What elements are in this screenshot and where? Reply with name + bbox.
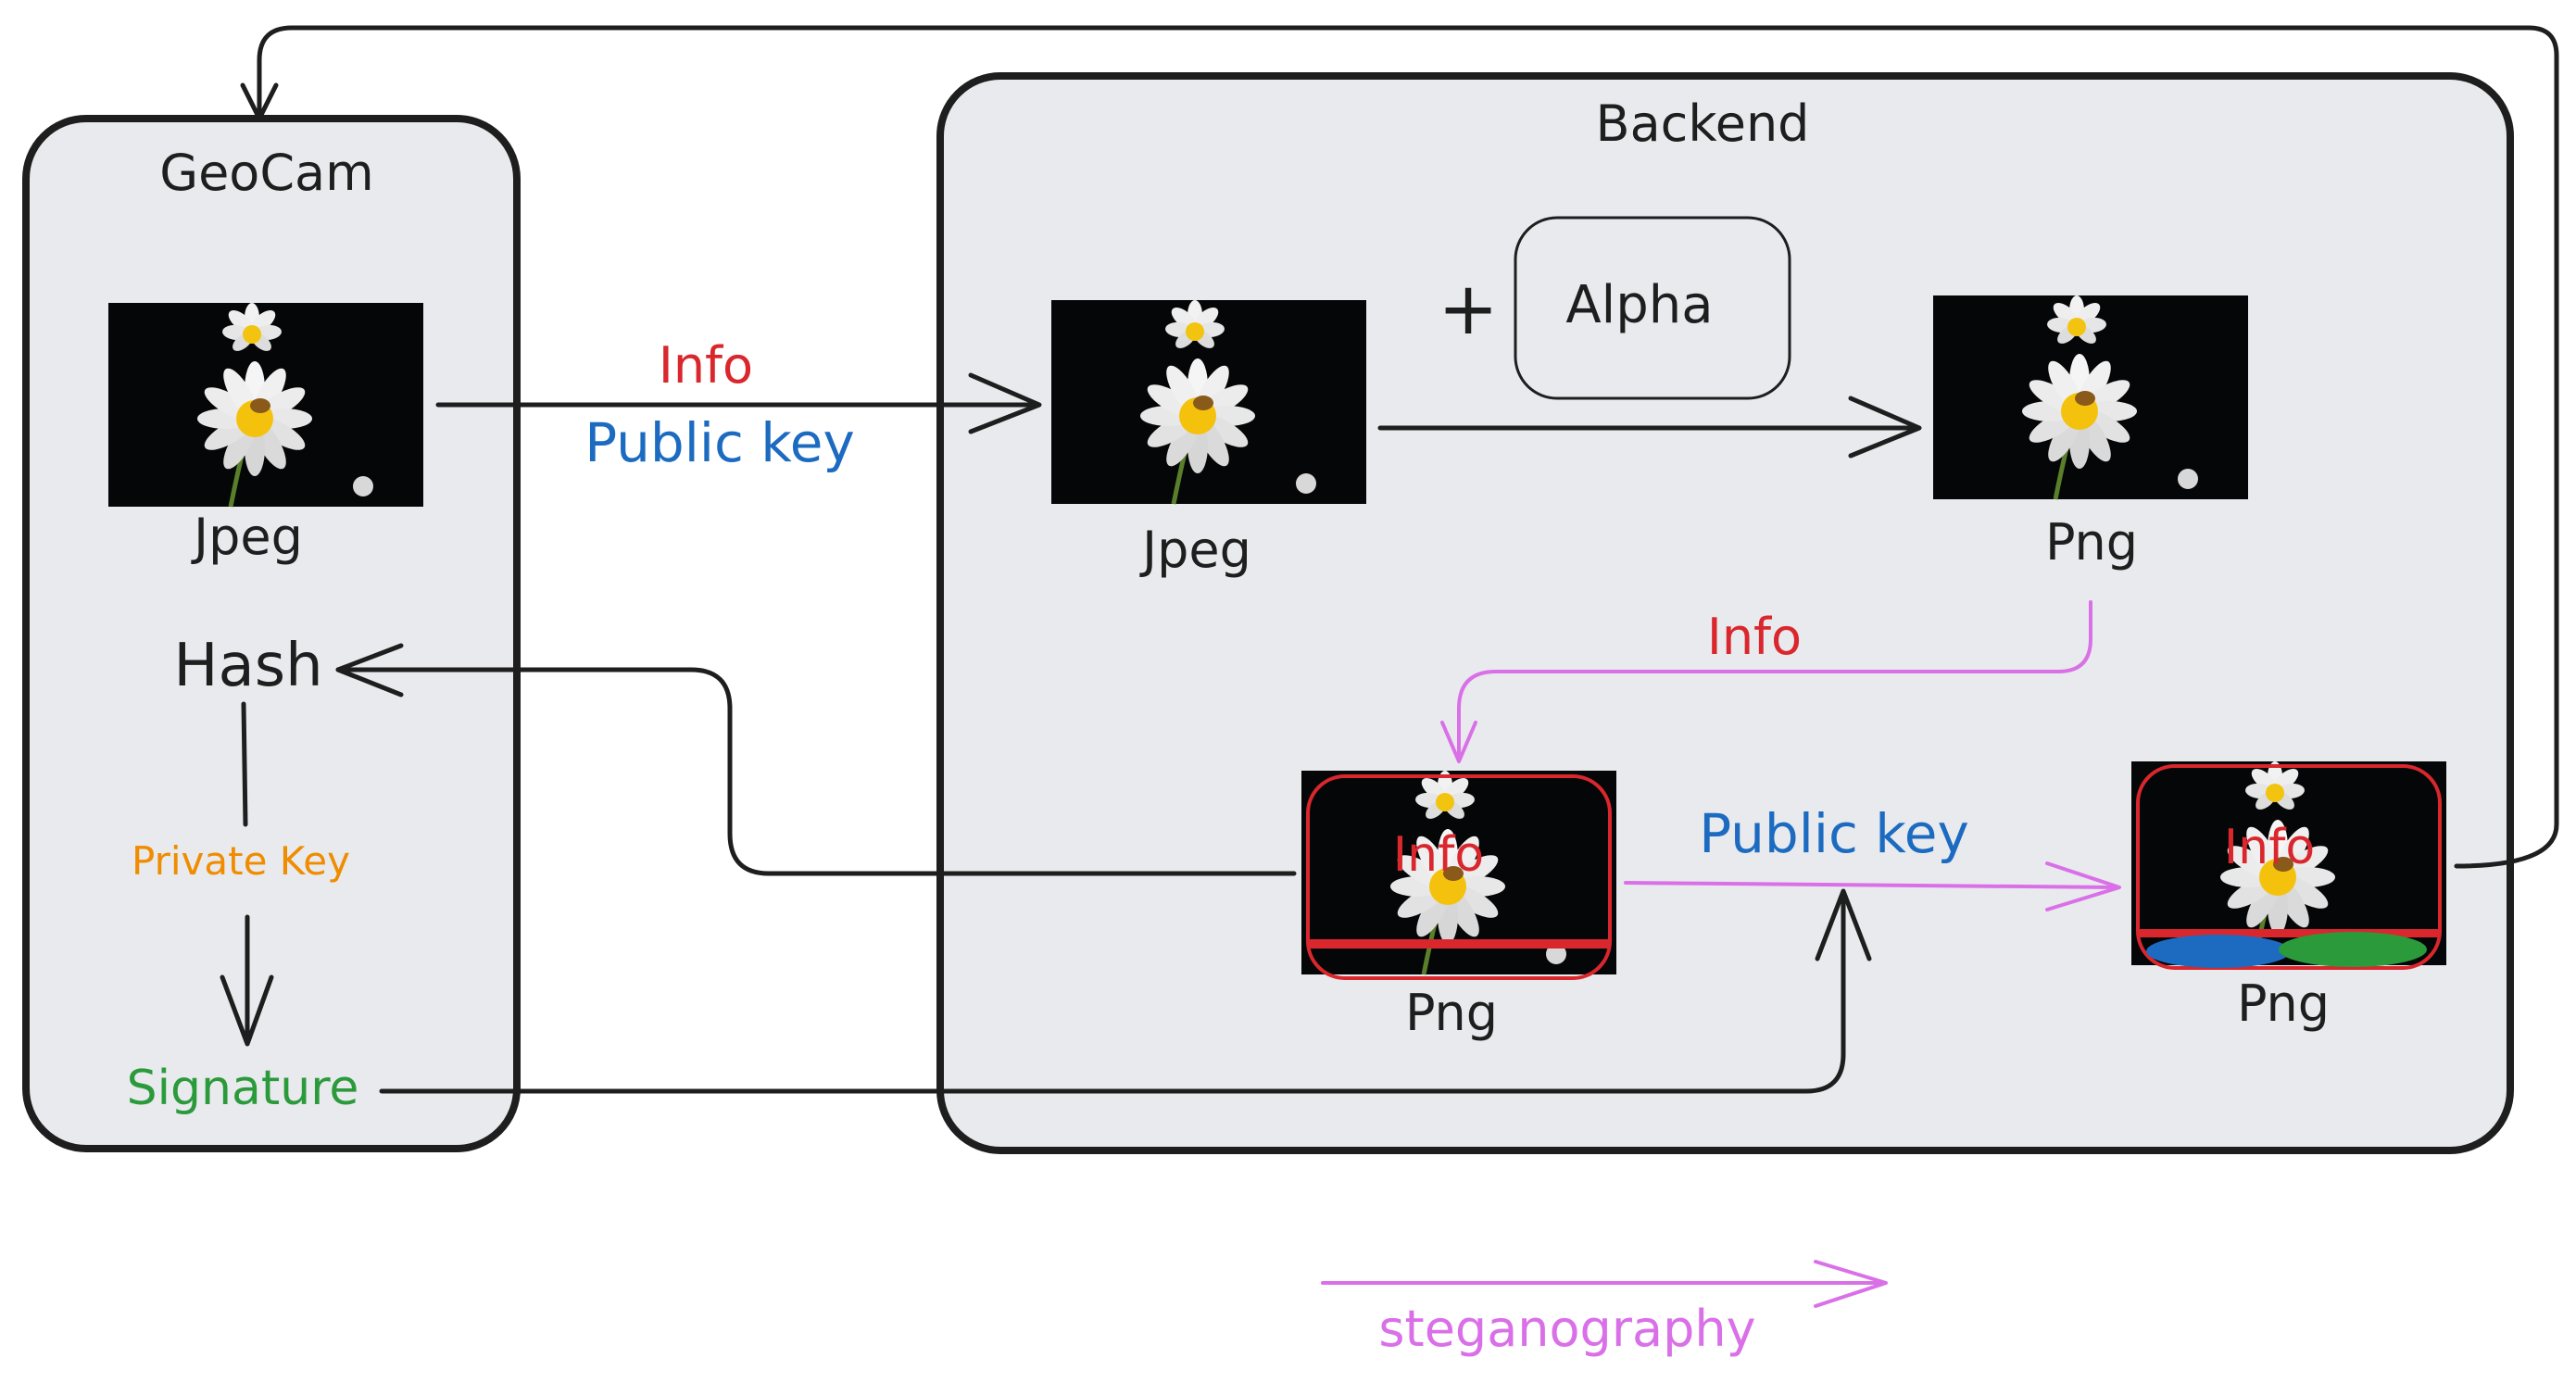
signature-embed-arrow bbox=[379, 891, 1846, 1094]
arrow-icon bbox=[1848, 396, 1922, 459]
arrow-icon bbox=[335, 643, 404, 698]
signature-mark bbox=[2279, 932, 2427, 967]
backend-title: Backend bbox=[1596, 94, 1810, 153]
arrow-icon bbox=[1815, 888, 1872, 961]
hash-label: Hash bbox=[173, 632, 322, 700]
backend-png-image bbox=[1933, 295, 2248, 499]
public-key-mark bbox=[2146, 935, 2291, 968]
info-embed-arrow bbox=[1457, 600, 2092, 761]
signed-png-label: Png bbox=[1405, 984, 1498, 1042]
signed-png-image: Info bbox=[1301, 771, 1616, 980]
geocam-jpeg-image bbox=[108, 303, 423, 507]
backend-png-label: Png bbox=[2045, 513, 2138, 572]
feedback-arrow bbox=[257, 25, 2559, 869]
private-key-label: Private Key bbox=[132, 838, 350, 884]
final-png-label: Png bbox=[2237, 974, 2330, 1033]
steganography-legend-label: steganography bbox=[1378, 1300, 1755, 1358]
backend-jpeg-image bbox=[1051, 300, 1366, 504]
signature-label: Signature bbox=[127, 1061, 359, 1116]
public-key-embed-arrow bbox=[1624, 881, 2118, 889]
arrow-icon bbox=[968, 372, 1042, 434]
arrow-icon bbox=[240, 82, 279, 121]
arrow-icon bbox=[1440, 721, 1477, 763]
upload-public-key-label: Public key bbox=[584, 411, 855, 474]
plus-sign: + bbox=[1438, 268, 1498, 351]
geocam-jpeg-label: Jpeg bbox=[191, 508, 303, 566]
embed-info-label: Info bbox=[1707, 608, 1802, 666]
alpha-box bbox=[1514, 216, 1791, 400]
arrow-icon bbox=[1814, 1260, 1888, 1308]
arrow-icon bbox=[2045, 861, 2121, 911]
arrow-icon bbox=[220, 974, 274, 1047]
final-png-image: Info bbox=[2131, 761, 2446, 970]
final-png-info-overlay: Info bbox=[2224, 820, 2315, 875]
hash-return-arrow bbox=[335, 667, 1297, 876]
signed-png-info-overlay: Info bbox=[1393, 827, 1484, 883]
hash-to-key-line bbox=[241, 701, 248, 827]
geocam-title: GeoCam bbox=[159, 144, 374, 202]
embed-public-key-label: Public key bbox=[1699, 802, 1969, 865]
backend-jpeg-label: Jpeg bbox=[1139, 521, 1251, 579]
upload-info-label: Info bbox=[659, 336, 753, 395]
alpha-label: Alpha bbox=[1565, 275, 1713, 335]
